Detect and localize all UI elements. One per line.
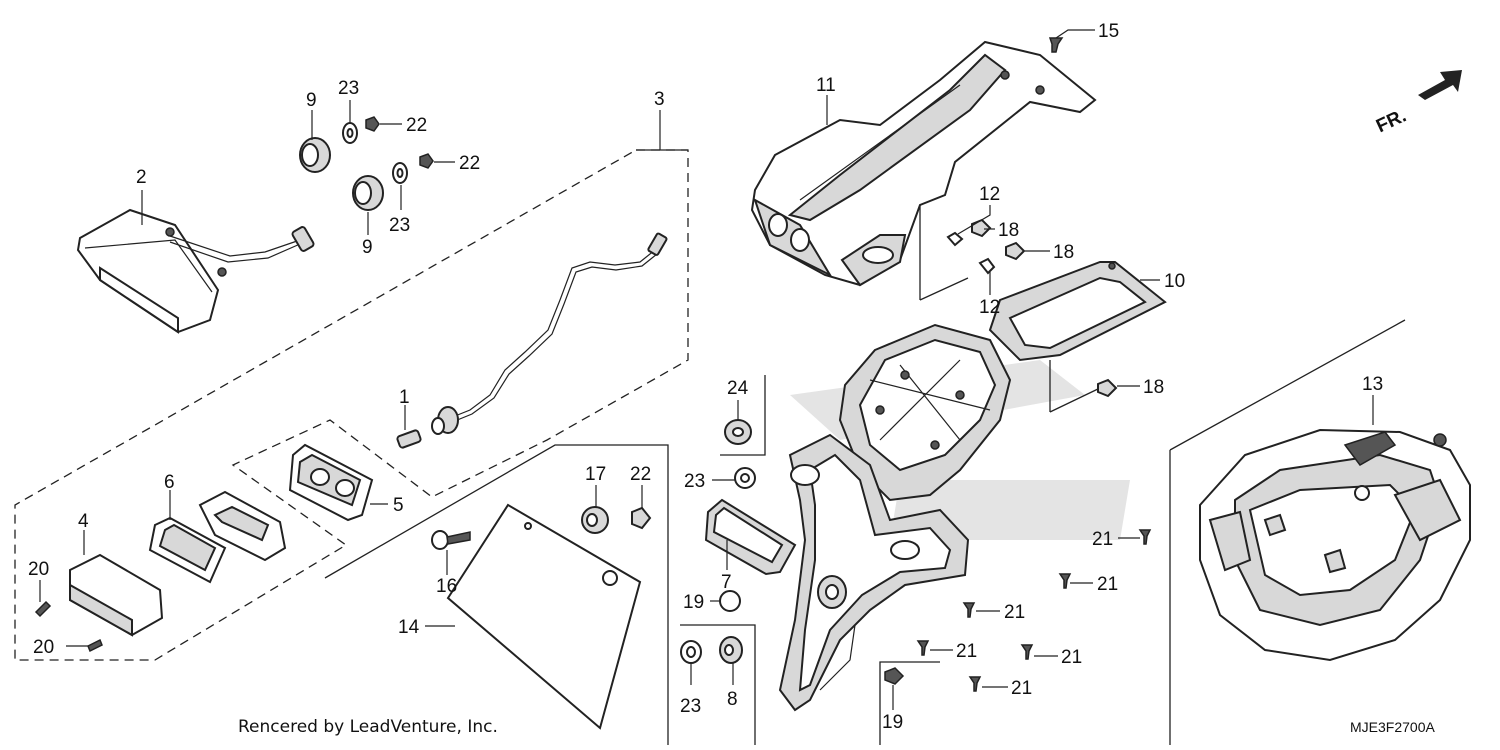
washer-lower-part-23 [392, 162, 408, 184]
screw-part-21-d [916, 640, 930, 656]
callout-20-lower: 20 [33, 637, 54, 658]
callout-18-b: 18 [1053, 242, 1074, 263]
grommet-upper-part-9 [299, 137, 331, 173]
cap-part-19 [719, 590, 741, 612]
front-direction-indicator: FR. [1373, 70, 1462, 137]
callout-15: 15 [1098, 21, 1119, 42]
callout-17: 17 [585, 464, 606, 485]
nut-18-group-outline [1049, 360, 1101, 413]
callout-12-lower: 12 [979, 297, 1000, 318]
callout-4: 4 [78, 511, 89, 532]
nut-part-19-lower [884, 667, 905, 685]
callout-22-upper: 22 [406, 115, 427, 136]
callout-9-lower: 9 [362, 237, 373, 258]
cowl-13-outline [1169, 319, 1406, 745]
nut-lower-part-22 [419, 153, 434, 169]
callout-16: 16 [436, 576, 457, 597]
callout-21-f: 21 [1011, 678, 1032, 699]
callout-10: 10 [1164, 271, 1185, 292]
clip-nut-part-12-upper [946, 231, 964, 247]
callout-21-c: 21 [1004, 602, 1025, 623]
rear-cowl-part-11 [750, 40, 1097, 287]
nut-part-18-c [1097, 378, 1118, 398]
callout-21-b: 21 [1097, 574, 1118, 595]
collar-part-8 [719, 636, 743, 664]
front-label: FR. [1373, 105, 1410, 137]
callout-7: 7 [721, 572, 732, 593]
grommet-lower-part-9 [352, 175, 384, 211]
callout-14: 14 [398, 617, 420, 638]
assembly-3-outline [14, 149, 689, 661]
license-light-lens-part-4 [69, 553, 164, 637]
callout-22-lower: 22 [459, 153, 480, 174]
nut-upper-part-22 [365, 116, 380, 132]
callout-9-upper: 9 [306, 90, 317, 111]
gasket-part-6 [148, 516, 227, 584]
screw-lower-part-20 [87, 638, 103, 653]
lens-base-part-5 [288, 443, 374, 522]
callout-3: 3 [654, 89, 665, 110]
callout-2: 2 [136, 167, 147, 188]
screw-part-21-f [968, 676, 982, 692]
screw-part-21-a [1138, 529, 1152, 545]
callout-23-mid: 23 [684, 471, 705, 492]
callout-13: 13 [1362, 374, 1383, 395]
collar-group-24-outline [720, 375, 766, 456]
reflector-part-7 [704, 498, 797, 576]
callout-labels: 1 2 3 4 5 6 7 8 9 9 10 11 12 12 13 14 15… [28, 21, 1383, 733]
callout-21-d: 21 [956, 641, 977, 662]
callout-18-c: 18 [1143, 377, 1164, 398]
lamp-socket [198, 490, 287, 562]
collar-part-24 [724, 419, 752, 445]
license-plate-group-outline [324, 444, 669, 745]
collar-group-8-outline [680, 624, 756, 745]
screw-upper-part-20 [34, 600, 52, 618]
nut-part-18-b [1005, 241, 1026, 261]
cowl-11-outline [919, 205, 969, 301]
callout-12-upper: 12 [979, 184, 1000, 205]
screw-part-21-b [1058, 573, 1072, 589]
diagram-code: MJE3F2700A [1350, 719, 1435, 735]
seat-cowl-part-13 [1199, 428, 1471, 662]
bolt-part-16 [431, 530, 471, 550]
callout-11: 11 [816, 75, 836, 96]
tail-light-part-2 [76, 208, 315, 334]
callout-23-lower: 23 [389, 215, 410, 236]
screw-part-15 [1048, 37, 1064, 53]
nut-part-22-plate [631, 506, 652, 530]
fender-stay-part-10 [988, 261, 1167, 362]
front-arrow-icon [1418, 70, 1462, 100]
screw-part-21-c [962, 602, 976, 618]
callout-18-a: 18 [998, 220, 1019, 241]
callout-leaders [39, 29, 1374, 710]
render-credit: Rencered by LeadVenture, Inc. [238, 717, 498, 737]
callout-21-a: 21 [1092, 529, 1113, 550]
collar-part-17 [581, 506, 609, 534]
callout-22-plate: 22 [630, 464, 651, 485]
clip-nut-part-12-lower [978, 257, 996, 275]
screw-part-21-e [1020, 644, 1034, 660]
license-plate-part-14 [446, 503, 642, 730]
callout-5: 5 [393, 495, 404, 516]
rear-fender-assembly [778, 323, 1012, 712]
callout-23-bottom: 23 [680, 696, 701, 717]
washer-part-23-low [680, 640, 702, 664]
washer-upper-part-23 [342, 122, 358, 144]
callout-23-upper: 23 [338, 78, 359, 99]
callout-1: 1 [399, 387, 410, 408]
callout-19-lower: 19 [882, 712, 903, 733]
callout-24: 24 [727, 378, 749, 399]
callout-8: 8 [727, 689, 738, 710]
callout-20-upper: 20 [28, 559, 49, 580]
harness-and-bulb-part-1 [396, 232, 668, 449]
nut-19-group-outline [879, 661, 940, 745]
callout-19-upper: 19 [683, 592, 704, 613]
nut-part-18-a [971, 218, 992, 238]
washer-part-23-mid [734, 467, 756, 489]
callout-6: 6 [164, 472, 175, 493]
callout-21-e: 21 [1061, 647, 1082, 668]
